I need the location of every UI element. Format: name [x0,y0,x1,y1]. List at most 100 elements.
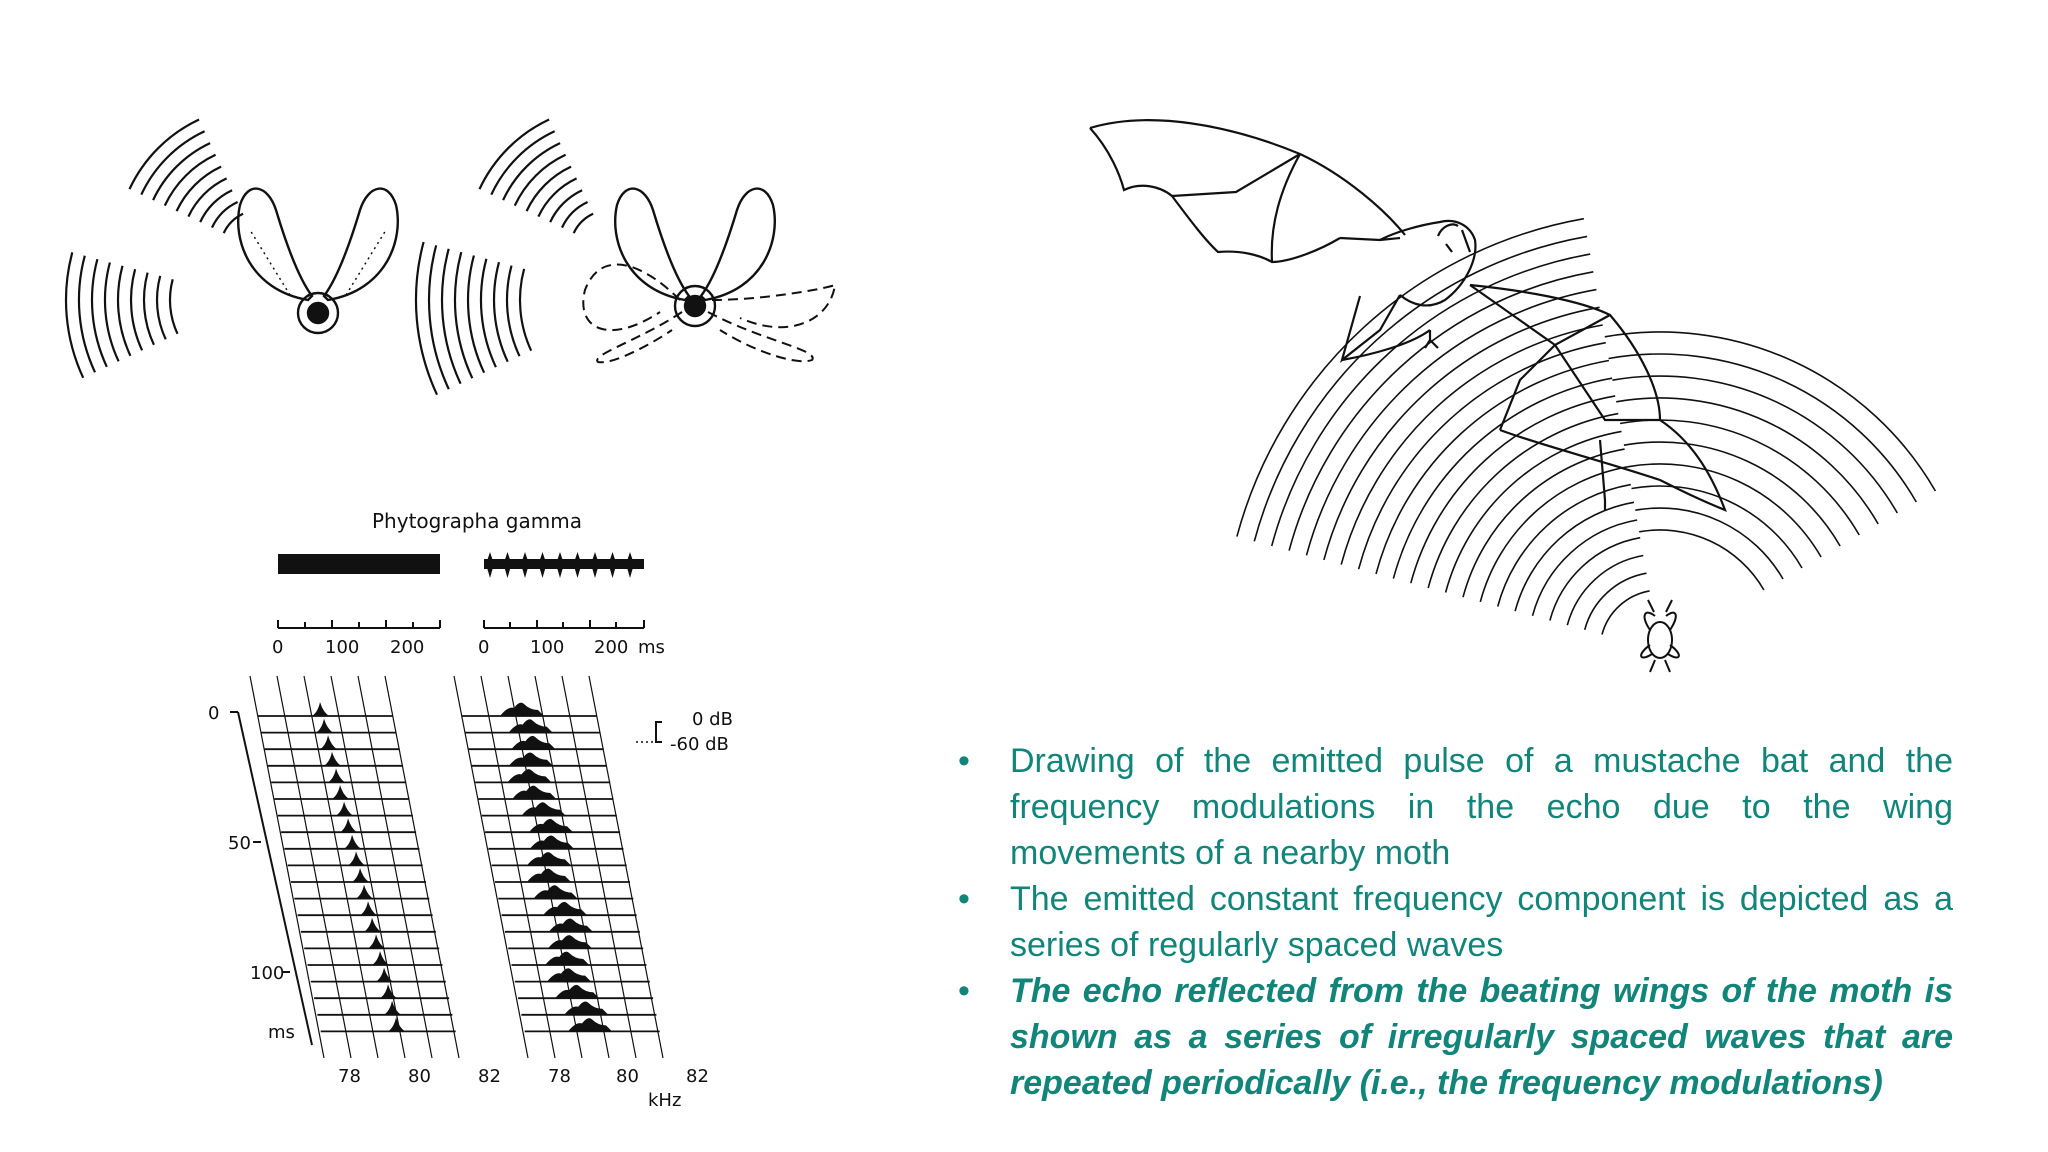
bat-icon [1089,119,1727,512]
wave-arc [1623,441,1841,547]
spectrogram-peaks-constant [312,702,405,1032]
wave-arc [478,118,550,190]
wave-arc [414,241,438,396]
spectrum-peak [507,769,552,783]
spectrum-peak [533,885,578,899]
wave-arc [211,201,239,229]
wave-arc [1566,554,1644,626]
frequency-gridline [357,675,433,1059]
oscillogram-burst [556,552,564,578]
sound-waves-static-bottom [64,252,179,379]
spectrogram-modulated [453,675,664,1059]
time-axis [230,711,313,1046]
wave-arc [187,177,228,218]
frequency-gridline [303,675,379,1059]
wave-arc [502,142,561,201]
oscillogram-burst [486,552,494,578]
frequency-gridline [384,675,460,1059]
spectrum-peak [500,702,544,716]
wave-arc [168,279,179,335]
spectrum-peak [344,834,361,849]
wave-arc [152,142,211,201]
spectrum-peak [316,718,333,733]
wave-arc [1357,341,1606,570]
spectrum-peak [356,884,373,899]
spectrogram-constant [249,675,460,1059]
wave-arc [1639,529,1765,591]
wave-arc [505,265,521,357]
wave-arc [175,165,222,212]
frequency-gridline [480,675,556,1059]
frequency-gridline [249,675,325,1059]
oscillogram-burst [503,552,512,578]
time-tick-label: 200 [390,637,424,658]
small-moth-icon [1640,599,1680,673]
wave-arc [1496,483,1631,607]
wave-arc [103,262,120,362]
time-scale-left [277,620,441,629]
freq-tick-label: 78 [548,1066,571,1087]
bullet-marker: • [958,742,970,780]
wave-arc [490,130,556,196]
wave-arc [1531,519,1638,617]
bullet-item: • The emitted constant frequency compone… [958,876,1953,968]
wave-arc [64,252,85,379]
spectrum-peak [364,917,381,932]
bullet-list: • Drawing of the emitted pulse of a must… [958,738,1953,1106]
wave-arc [537,177,578,218]
wave-arc [1427,412,1619,589]
freq-tick-label: 82 [686,1066,709,1087]
frequency-gridline [561,675,637,1059]
wave-arc [1608,353,1917,503]
bullet-item-emphasis: • The echo reflected from the beating wi… [958,968,1953,1106]
spectrum-peak [529,818,574,833]
spectrum-peak [384,1000,401,1015]
wave-arc [572,212,594,234]
time-scale-right [483,620,645,629]
spectrum-peak [320,735,337,750]
spectrum-peak [548,918,593,932]
wave-arc [440,248,462,385]
wave-arc [1305,288,1597,556]
wave-arc [1270,253,1591,547]
moth-flapping-icon [582,187,837,364]
wave-arc [1612,375,1898,514]
wave-arc [1619,419,1860,536]
wave-arc [90,258,108,368]
spectrum-peak [360,901,377,916]
spectrum-peak [508,752,553,766]
spectrum-peak [529,835,574,849]
freq-tick-label: 80 [408,1066,431,1087]
bullet-marker: • [958,972,970,1010]
spectrogram-peaks-modulated [500,702,613,1032]
bullet-text: The echo reflected from the beating wing… [1010,972,1953,1102]
oscillogram-burst [521,552,529,578]
spectrum-peak [512,785,557,799]
wave-arc [1323,306,1600,561]
wave-arc [77,255,96,373]
wave-arc [1392,377,1613,579]
sound-waves-flapping-top [478,118,594,234]
species-label: Phytographa gamma [372,509,582,533]
wave-arc [1444,430,1622,593]
wave-arc [1583,572,1647,631]
spectrum-peak [368,934,385,949]
time-axis-tick: 0 [208,703,219,724]
wave-arc [1288,271,1594,551]
freq-tick-label: 78 [338,1066,361,1087]
spectrum-peak [547,968,592,982]
wave-arc [1375,359,1610,575]
time-unit-label: ms [638,637,665,658]
wave-arc [142,272,155,346]
spectrum-peak [388,1017,405,1032]
time-axis-unit: ms [268,1022,295,1043]
wave-arc [222,212,244,234]
wave-arc [1253,235,1588,542]
spectrum-peak [543,901,588,916]
spectrum-peak [521,802,566,816]
time-tick-label: 0 [272,637,283,658]
wave-arc [1635,507,1784,580]
db-label-bottom: -60 dB [670,734,729,755]
oscillogram-burst [626,552,634,578]
